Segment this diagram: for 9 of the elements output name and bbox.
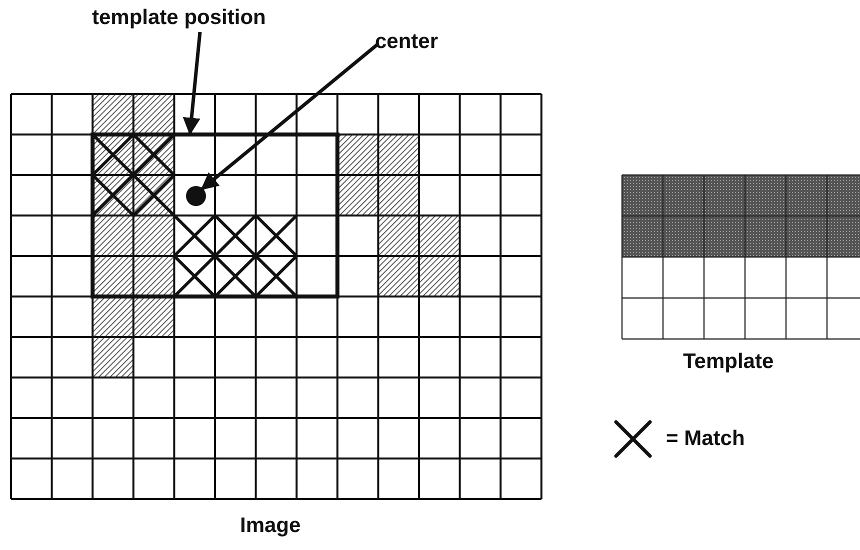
center-dot xyxy=(186,186,206,206)
leader-line xyxy=(200,42,380,190)
template-window xyxy=(90,132,340,298)
image-caption: Image xyxy=(240,514,301,538)
legend-text: = Match xyxy=(666,427,745,451)
callout-text: center xyxy=(375,30,438,54)
template-caption: Template xyxy=(683,350,774,374)
callout-text: template position xyxy=(92,6,266,30)
leader-line xyxy=(182,32,202,136)
